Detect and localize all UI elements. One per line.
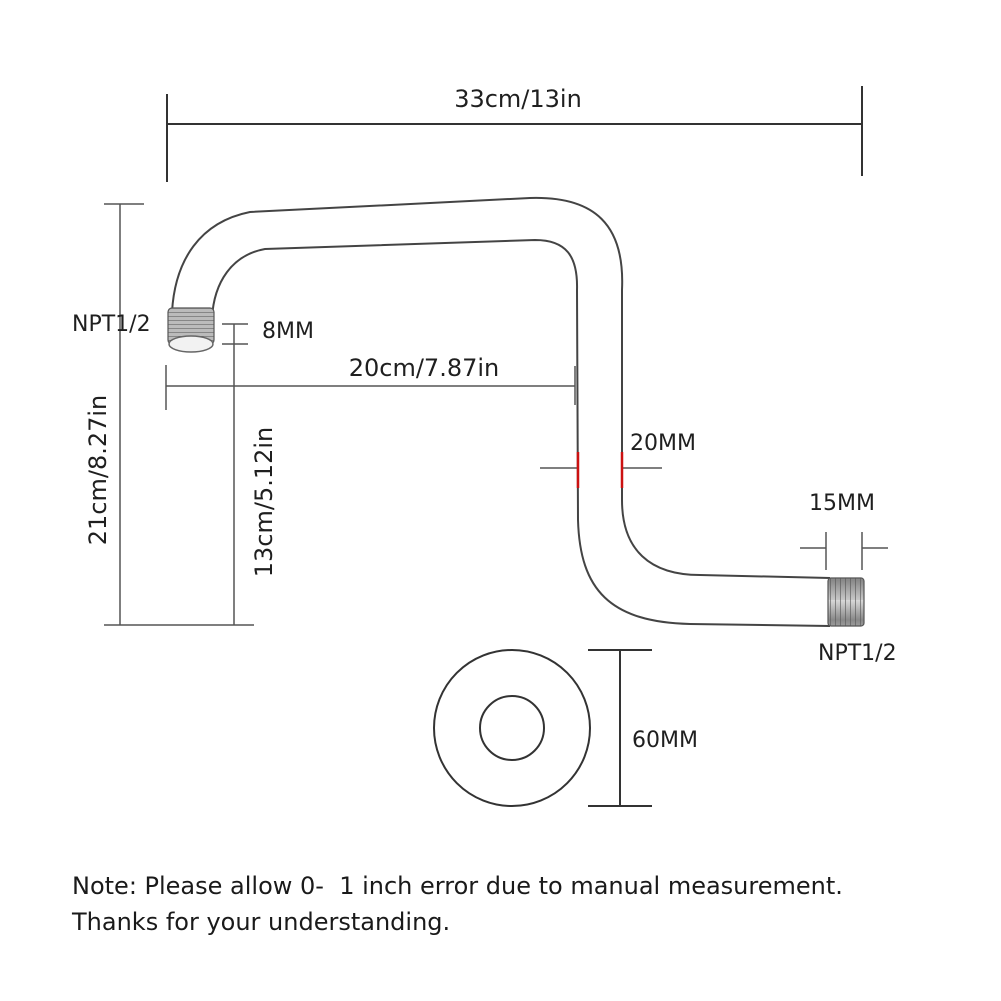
total-height-dimension: 21cm/8.27in xyxy=(84,203,254,626)
thread-length-end-label: 15MM xyxy=(809,491,875,516)
pipe-diameter-dimension: 20MM xyxy=(540,431,696,488)
thread-length-end-dimension: 15MM xyxy=(800,491,888,570)
thread-end-label: NPT1/2 xyxy=(818,641,897,666)
flange-diameter-dimension: 60MM xyxy=(588,649,698,807)
measurement-note: Note: Please allow 0- 1 inch error due t… xyxy=(72,868,972,940)
end-thread xyxy=(827,577,865,627)
thread-length-top-label: 8MM xyxy=(262,319,314,344)
reach-dimension: 20cm/7.87in xyxy=(165,354,576,410)
pipe-diameter-label: 20MM xyxy=(630,431,696,456)
pipe-body xyxy=(171,196,831,627)
total-height-label: 21cm/8.27in xyxy=(84,395,112,546)
reach-label: 20cm/7.87in xyxy=(349,354,500,382)
note-line-2: Thanks for your understanding. xyxy=(72,908,451,936)
total-length-dimension: 33cm/13in xyxy=(166,85,863,182)
offset-height-dimension: 13cm/5.12in xyxy=(233,344,278,625)
flange-diameter-label: 60MM xyxy=(632,728,698,753)
thread-length-top-dimension: 8MM xyxy=(222,319,314,345)
offset-height-label: 13cm/5.12in xyxy=(250,427,278,578)
note-line-1: Note: Please allow 0- 1 inch error due t… xyxy=(72,872,843,900)
thread-top-label: NPT1/2 xyxy=(72,312,151,337)
top-thread xyxy=(167,307,215,353)
total-length-label: 33cm/13in xyxy=(454,85,582,113)
flange xyxy=(433,649,591,807)
